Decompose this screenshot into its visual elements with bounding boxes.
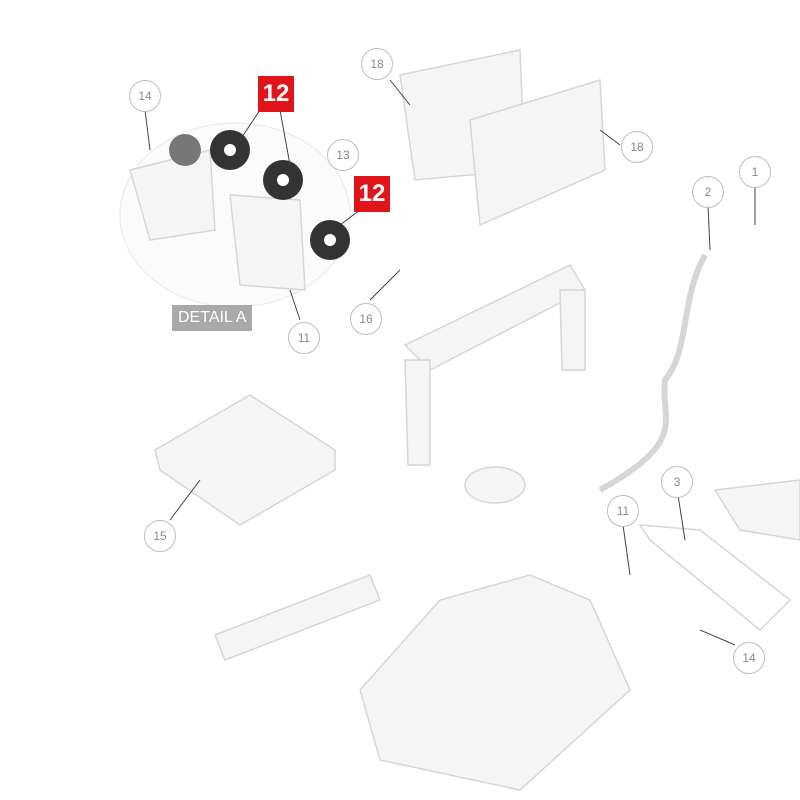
- side-plate-11: [229, 194, 306, 291]
- drive-belt-3: [638, 524, 792, 632]
- callout-3: 3: [661, 466, 693, 498]
- callout-18: 18: [621, 131, 653, 163]
- handle-left-leg: [404, 359, 431, 466]
- callout-2: 2: [692, 176, 724, 208]
- side-cover: [713, 479, 800, 541]
- callout-16: 16: [350, 303, 382, 335]
- highlight-badge-12: 12: [354, 176, 390, 212]
- motor-housing: [359, 574, 631, 791]
- float-15: [154, 394, 336, 526]
- callout-13: 13: [327, 139, 359, 171]
- detail-a-label: DETAIL A: [172, 305, 253, 331]
- cable-2: [598, 253, 708, 493]
- impeller: [464, 466, 526, 504]
- callout-15: 15: [144, 520, 176, 552]
- handle-bar: [403, 264, 587, 371]
- leader-lines: [144, 79, 756, 646]
- roller-brush: [214, 574, 381, 661]
- callout-11: 11: [288, 322, 320, 354]
- callout-14: 14: [129, 80, 161, 112]
- callout-1: 1: [739, 156, 771, 188]
- callout-14: 14: [733, 642, 765, 674]
- handle-right-leg: [559, 289, 586, 371]
- filter-18-front: [469, 79, 606, 227]
- callout-18: 18: [361, 48, 393, 80]
- highlight-badge-12: 12: [258, 76, 294, 112]
- callout-11: 11: [607, 495, 639, 527]
